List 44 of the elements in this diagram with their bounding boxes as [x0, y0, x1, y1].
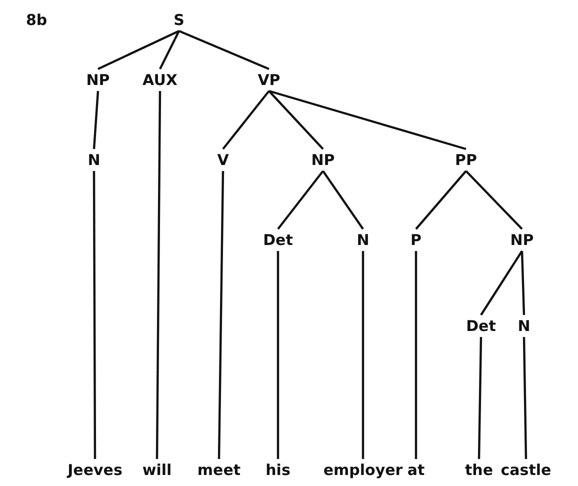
tree-branch — [415, 170, 467, 230]
tree-branch — [92, 171, 96, 459]
example-number: 8b — [26, 10, 48, 30]
word: castle — [500, 460, 552, 480]
tree-branch — [159, 30, 180, 70]
tree-branch — [414, 251, 418, 459]
tree-branch — [222, 90, 270, 150]
category-label: V — [216, 150, 230, 170]
tree-branch — [268, 90, 324, 150]
word: at — [406, 460, 426, 480]
tree-branch — [480, 250, 523, 316]
category-label: Det — [465, 316, 497, 336]
tree-branch — [478, 336, 482, 460]
category-label: NP — [509, 230, 535, 250]
category-label: N — [516, 316, 532, 336]
tree-branch — [156, 91, 162, 459]
tree-branch — [520, 250, 526, 316]
word: his — [264, 460, 292, 480]
word: the — [464, 460, 494, 480]
tree-branch — [268, 90, 466, 150]
word: employer — [322, 460, 404, 480]
category-label: P — [410, 230, 422, 250]
tree-branch — [522, 336, 528, 460]
tree-branch — [465, 170, 523, 230]
tree-branch — [362, 251, 364, 459]
category-label: AUX — [142, 70, 178, 90]
tree-branch — [92, 90, 100, 150]
word: will — [141, 460, 173, 480]
category-label: S — [172, 10, 186, 30]
category-label: Det — [262, 230, 294, 250]
category-label: NP — [310, 150, 336, 170]
tree-branch — [276, 251, 280, 459]
word: Jeeves — [66, 460, 124, 480]
tree-branch — [98, 30, 180, 70]
category-label: PP — [454, 150, 478, 170]
category-label: N — [356, 230, 370, 250]
tree-branch — [277, 170, 324, 230]
tree-branch — [322, 170, 364, 230]
category-label: NP — [85, 70, 111, 90]
word: meet — [196, 460, 242, 480]
category-label: VP — [256, 70, 282, 90]
tree-branch — [218, 170, 224, 460]
category-label: N — [86, 150, 102, 170]
tree-branch — [178, 30, 270, 70]
